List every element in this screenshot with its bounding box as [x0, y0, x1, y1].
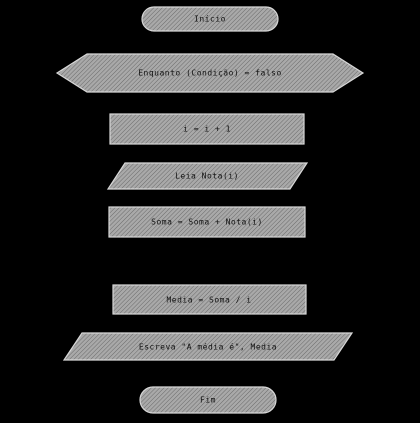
write-output: Escreva "A média é", Media [62, 332, 354, 361]
read-label: Leia Nota(i) [175, 172, 239, 181]
start-label: Início [194, 15, 226, 24]
sum-label: Soma = Soma + Nota(i) [151, 218, 263, 227]
read-input: Leia Nota(i) [106, 162, 309, 190]
loop-preparation: Enquanto (Condição) = falso [55, 53, 365, 93]
sum-process: Soma = Soma + Nota(i) [108, 206, 306, 238]
start-terminator: Início [141, 6, 279, 32]
average-label: Media = Soma / i [166, 296, 251, 305]
counter-process: i = i + 1 [109, 113, 305, 145]
write-label: Escreva "A média é", Media [139, 342, 277, 352]
loop-label: Enquanto (Condição) = falso [138, 69, 282, 78]
average-process: Media = Soma / i [112, 284, 307, 315]
end-label: Fim [200, 396, 216, 405]
end-terminator: Fim [139, 386, 277, 414]
counter-label: i = i + 1 [183, 125, 231, 134]
